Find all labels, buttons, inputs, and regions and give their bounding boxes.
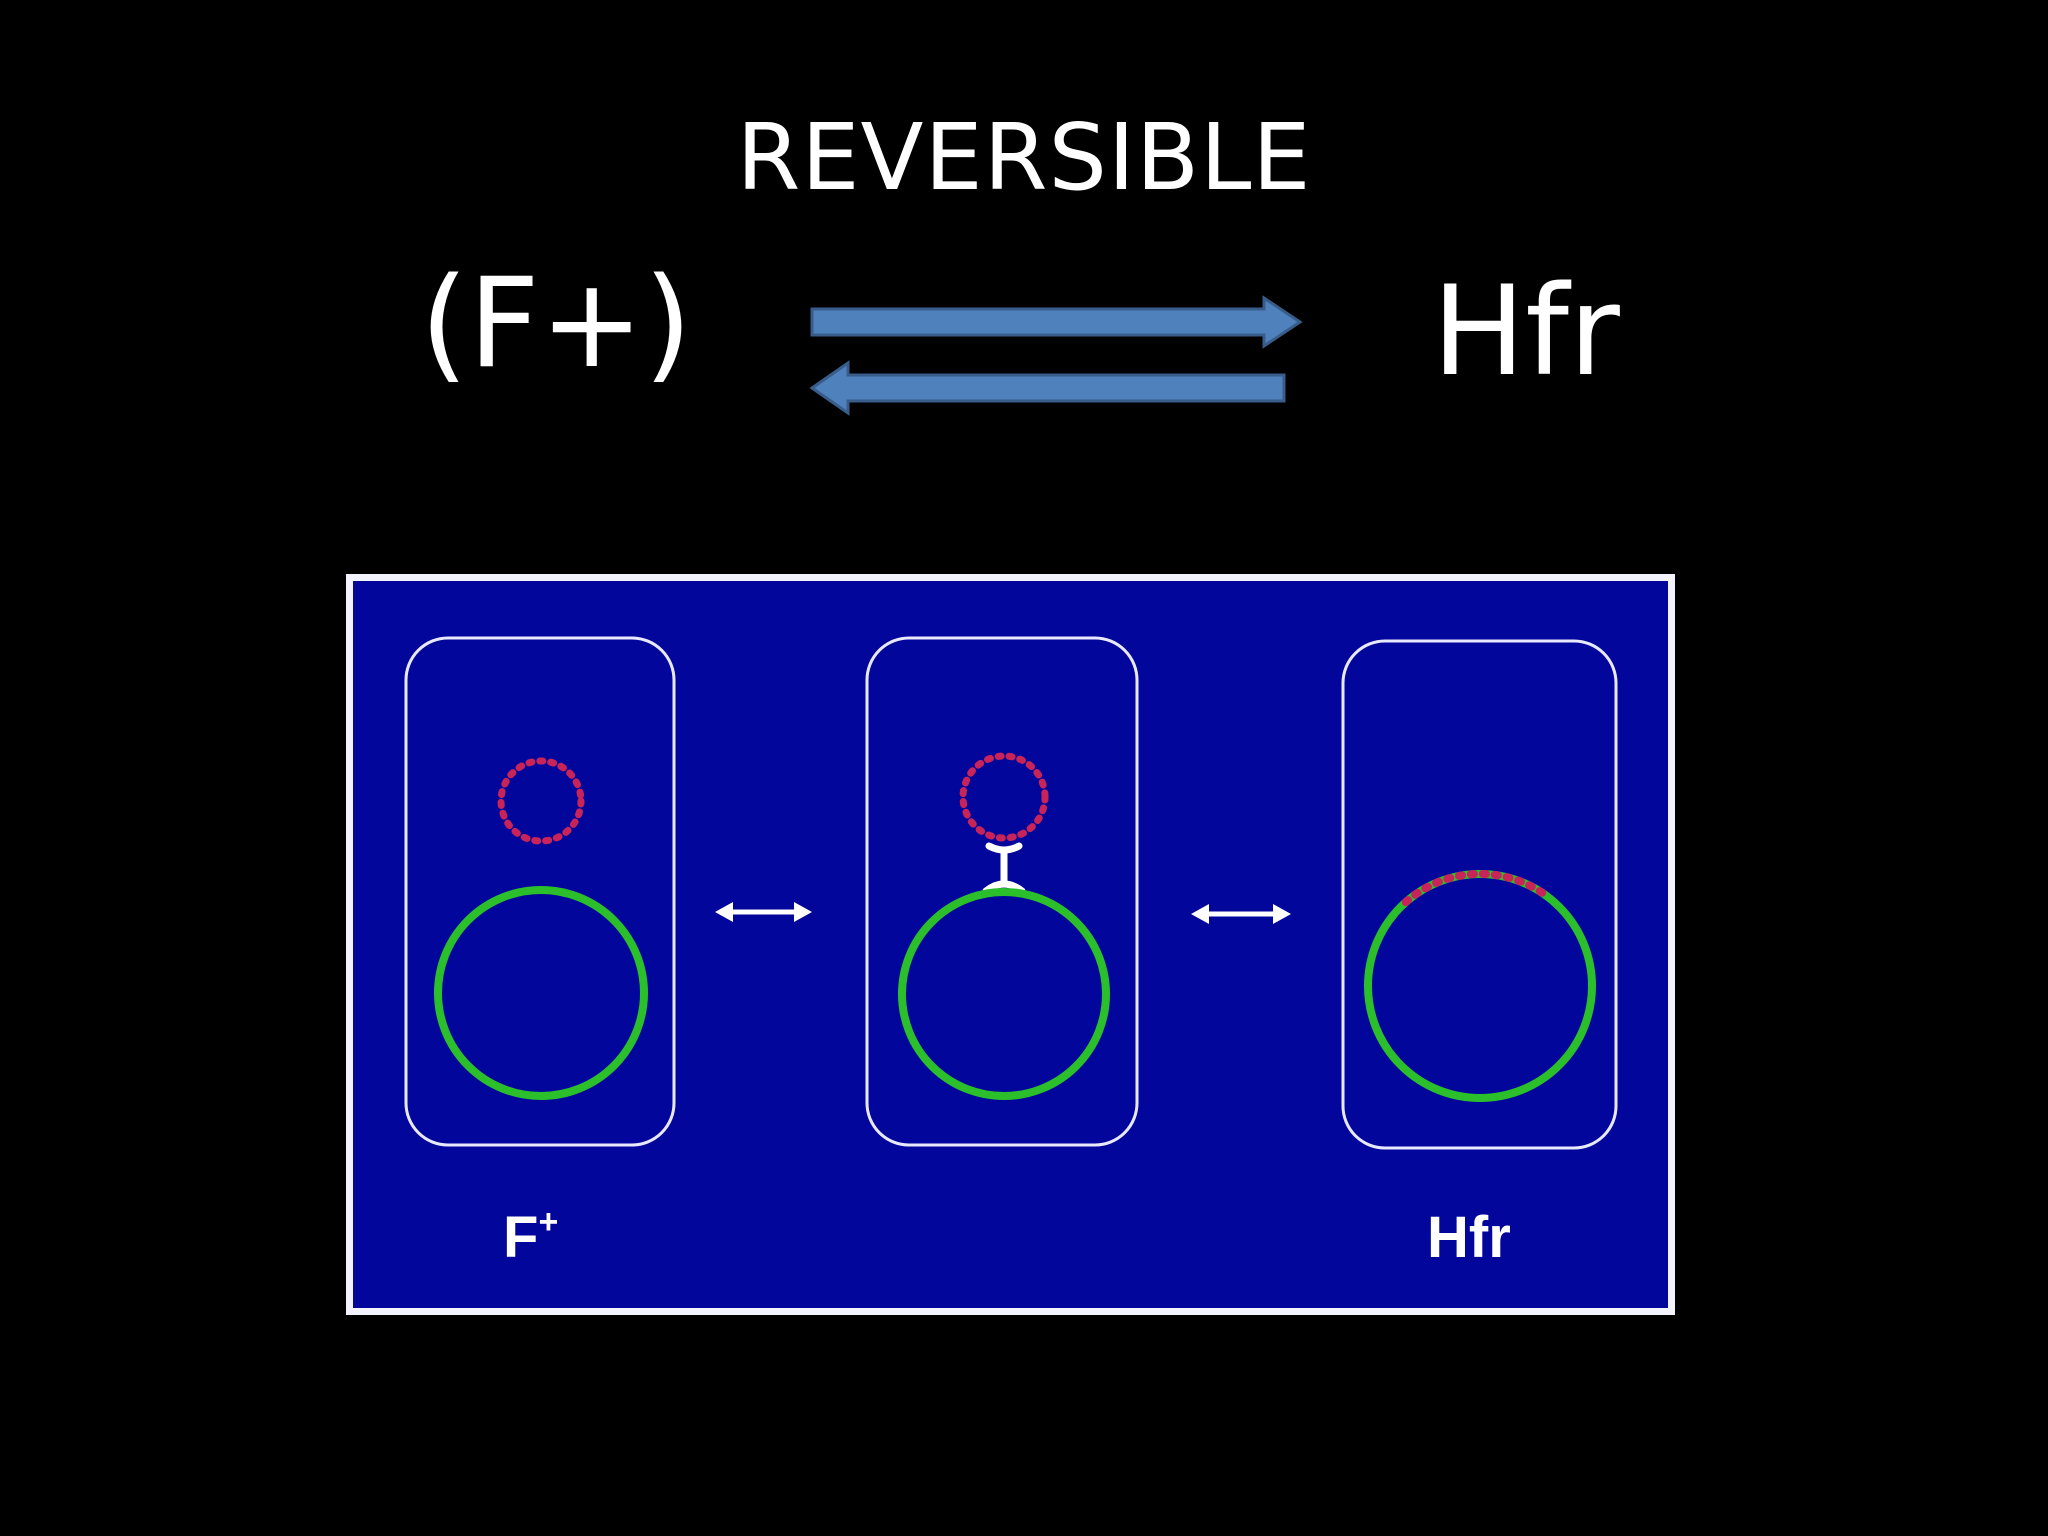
intermediate-plasmid (963, 756, 1045, 838)
f-plus-plasmid (501, 761, 581, 841)
hfr-cell-label: Hfr (1427, 1209, 1511, 1267)
double-arrow-right (1191, 904, 1291, 924)
hfr-state-label: Hfr (1432, 270, 1620, 394)
hfr-cell (1343, 641, 1616, 1148)
slide-title: REVERSIBLE (0, 112, 2048, 204)
integration-diagram-panel: F+ Hfr (346, 574, 1675, 1315)
forward-arrow (812, 298, 1300, 346)
intermediate-chromosome (902, 892, 1106, 1096)
reversible-arrows (800, 295, 1310, 435)
double-arrow-left (715, 902, 812, 922)
hfr-chromosome (1368, 874, 1592, 1098)
f-plus-chromosome (438, 890, 644, 1096)
f-plus-cell-label: F+ (503, 1209, 558, 1267)
pairing-junction (986, 846, 1022, 891)
backward-arrow (812, 363, 1284, 413)
integration-diagram (353, 581, 1668, 1308)
f-plus-state-label: (F+) (420, 262, 692, 386)
